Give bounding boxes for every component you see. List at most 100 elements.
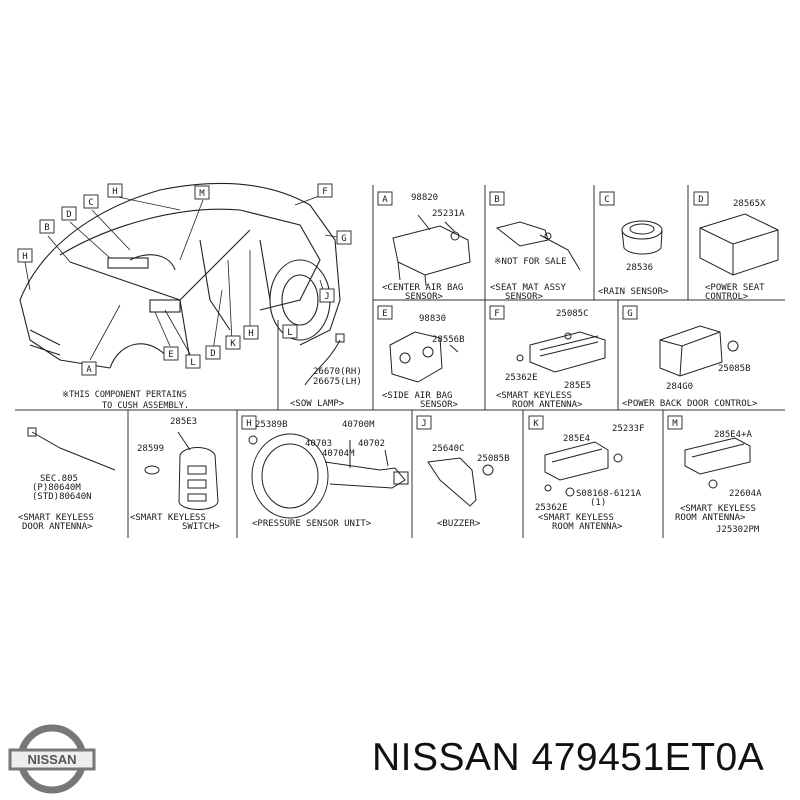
svg-text:G: G — [627, 309, 632, 319]
svg-text:H: H — [248, 329, 253, 339]
svg-text:25233F: 25233F — [612, 424, 645, 434]
panel-m-smart-keyless-room-antenna: 285E4+A 22604A <SMART KEYLESS ROOM ANTEN… — [675, 430, 762, 523]
svg-text:L: L — [190, 358, 195, 368]
svg-text:SEC.805: SEC.805 — [40, 474, 78, 484]
svg-text:285E4+A: 285E4+A — [714, 430, 753, 440]
svg-text:K: K — [533, 419, 539, 429]
svg-text:(STD)80640N: (STD)80640N — [32, 492, 92, 502]
svg-text:F: F — [322, 187, 327, 197]
svg-text:284G0: 284G0 — [666, 382, 693, 392]
svg-text:SENSOR>: SENSOR> — [505, 292, 544, 302]
svg-text:D: D — [698, 195, 703, 205]
svg-text:<SMART KEYLESS: <SMART KEYLESS — [496, 391, 572, 401]
svg-text:K: K — [230, 339, 236, 349]
svg-text:25085B: 25085B — [477, 454, 510, 464]
svg-text:28556B: 28556B — [432, 335, 465, 345]
svg-text:A: A — [382, 195, 388, 205]
svg-text:98830: 98830 — [419, 314, 446, 324]
svg-text:ROOM ANTENNA>: ROOM ANTENNA> — [512, 400, 583, 410]
svg-text:M: M — [199, 189, 205, 199]
svg-text:ROOM ANTENNA>: ROOM ANTENNA> — [552, 522, 623, 532]
panel-l-sow-lamp: 26670(RH) 26675(LH) <SOW LAMP> — [290, 333, 362, 409]
callout-letters: C D B H H M F G J A L E D K H — [22, 187, 346, 375]
svg-text:D: D — [66, 210, 71, 220]
svg-text:J: J — [421, 419, 426, 429]
svg-text:E: E — [382, 309, 387, 319]
svg-text:25085C: 25085C — [556, 309, 589, 319]
svg-text:C: C — [88, 198, 93, 208]
panel-e-side-airbag-sensor: 98830 28556B <SIDE AIR BAG SENSOR> — [382, 314, 465, 410]
panel-d-power-seat-control: 28565X <POWER SEAT CONTROL> — [699, 199, 779, 302]
svg-text:TO CUSH ASSEMBLY.: TO CUSH ASSEMBLY. — [102, 401, 189, 411]
svg-text:H: H — [22, 252, 27, 262]
svg-text:M: M — [672, 419, 678, 429]
svg-text:<SEAT MAT ASSY: <SEAT MAT ASSY — [490, 283, 566, 293]
svg-text:25389B: 25389B — [255, 420, 288, 430]
svg-text:E: E — [168, 350, 173, 360]
svg-text:C: C — [604, 195, 609, 205]
svg-text:<SMART KEYLESS: <SMART KEYLESS — [18, 513, 94, 523]
svg-text:SENSOR>: SENSOR> — [405, 292, 444, 302]
svg-text:40702: 40702 — [358, 439, 385, 449]
svg-text:DOOR ANTENNA>: DOOR ANTENNA> — [22, 522, 93, 532]
svg-text:ROOM ANTENNA>: ROOM ANTENNA> — [675, 513, 746, 523]
svg-text:<SOW LAMP>: <SOW LAMP> — [290, 399, 345, 409]
svg-text:25085B: 25085B — [718, 364, 751, 374]
svg-text:<BUZZER>: <BUZZER> — [437, 519, 481, 529]
svg-text:28565X: 28565X — [733, 199, 766, 209]
panel-sw-smart-keyless-switch: 285E3 28599 <SMART KEYLESS SWITCH> — [130, 417, 221, 532]
svg-text:NISSAN: NISSAN — [27, 752, 76, 767]
svg-text:H: H — [246, 419, 251, 429]
svg-text:<SMART KEYLESS: <SMART KEYLESS — [130, 513, 206, 523]
svg-text:25231A: 25231A — [432, 209, 465, 219]
svg-text:40703: 40703 — [305, 439, 332, 449]
svg-text:285E3: 285E3 — [170, 417, 197, 427]
svg-text:40700M: 40700M — [342, 420, 375, 430]
svg-text:S08168-6121A: S08168-6121A — [576, 489, 642, 499]
svg-text:※NOT FOR SALE: ※NOT FOR SALE — [494, 257, 567, 267]
svg-text:F: F — [494, 309, 499, 319]
panel-a-center-airbag-sensor: 98820 25231A <CENTER AIR BAG SENSOR> — [382, 193, 471, 302]
svg-text:A: A — [86, 365, 92, 375]
svg-text:<PRESSURE SENSOR UNIT>: <PRESSURE SENSOR UNIT> — [252, 519, 372, 529]
svg-text:22604A: 22604A — [729, 489, 762, 499]
svg-text:40704M: 40704M — [322, 449, 355, 459]
panel-h-pressure-sensor-unit: 25389B 40700M 40703 40702 40704M <PRESSU… — [248, 420, 409, 529]
svg-text:<SMART KEYLESS: <SMART KEYLESS — [680, 504, 756, 514]
svg-text:<RAIN SENSOR>: <RAIN SENSOR> — [598, 287, 669, 297]
callout-boxes — [17, 183, 352, 376]
svg-text:28536: 28536 — [626, 263, 653, 273]
svg-text:L: L — [287, 328, 292, 338]
panel-s-smart-keyless-door-antenna: SEC.805 (P)80640M (STD)80640N <SMART KEY… — [18, 427, 116, 532]
svg-text:28599: 28599 — [137, 444, 164, 454]
brand-caption: NISSAN 479451ET0A — [372, 736, 765, 779]
panel-j-buzzer: 25640C 25085B <BUZZER> — [427, 444, 510, 529]
svg-text:<POWER BACK DOOR CONTROL>: <POWER BACK DOOR CONTROL> — [622, 399, 758, 409]
svg-text:25362E: 25362E — [505, 373, 538, 383]
svg-text:25640C: 25640C — [432, 444, 465, 454]
panel-letter-boxes — [241, 191, 709, 430]
drawing-code: J25302PM — [716, 525, 760, 535]
svg-text:285E4: 285E4 — [563, 434, 590, 444]
svg-text:D: D — [210, 349, 215, 359]
panel-g-power-back-door-control: 284G0 25085B <POWER BACK DOOR CONTROL> — [622, 325, 758, 409]
svg-text:25362E: 25362E — [535, 503, 568, 513]
svg-text:SENSOR>: SENSOR> — [420, 400, 459, 410]
svg-text:(1): (1) — [590, 498, 606, 508]
svg-text:<SMART KEYLESS: <SMART KEYLESS — [538, 513, 614, 523]
svg-text:※THIS COMPONENT PERTAINS: ※THIS COMPONENT PERTAINS — [62, 390, 187, 400]
svg-text:B: B — [494, 195, 499, 205]
svg-text:98820: 98820 — [411, 193, 438, 203]
vehicle-overview-sketch — [19, 182, 341, 369]
cushion-note: ※THIS COMPONENT PERTAINS TO CUSH ASSEMBL… — [62, 390, 189, 411]
svg-text:G: G — [341, 234, 346, 244]
callout-leaders — [24, 194, 344, 361]
svg-text:<SIDE AIR BAG: <SIDE AIR BAG — [382, 391, 452, 401]
svg-text:SWITCH>: SWITCH> — [182, 522, 221, 532]
panel-letters: A B C D E F G L H J K M — [246, 195, 703, 429]
nissan-logo: NISSAN — [8, 724, 96, 794]
panel-b-seat-mat-sensor: ※NOT FOR SALE <SEAT MAT ASSY SENSOR> — [490, 221, 581, 302]
svg-text:26670(RH): 26670(RH) — [313, 367, 362, 377]
svg-text:26675(LH): 26675(LH) — [313, 377, 362, 387]
